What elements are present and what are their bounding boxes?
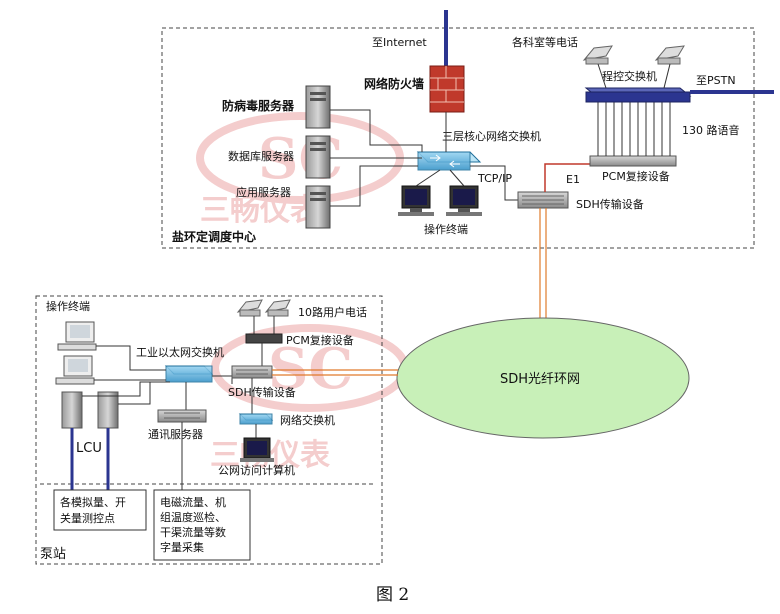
firewall-icon — [429, 65, 465, 113]
analog-io-box — [53, 489, 147, 531]
voice-label: 130 路语音 — [682, 123, 740, 137]
comm-server-icon — [157, 409, 207, 423]
center-pcm-icon — [589, 155, 677, 167]
database-server-icon — [305, 135, 331, 179]
ring-label: SDH光纤环网 — [500, 372, 580, 387]
station-terminal-icon — [55, 321, 97, 385]
core-switch-icon — [416, 151, 482, 171]
station-title: 泵站 — [40, 547, 66, 562]
e1-label: E1 — [566, 173, 580, 186]
core-switch-label: 三层核心网络交换机 — [442, 129, 541, 143]
digital-io-box — [153, 489, 251, 561]
figure-caption: 图 2 — [376, 585, 409, 605]
center-sdh-icon — [517, 191, 569, 209]
center-title: 盐环定调度中心 — [172, 229, 256, 244]
lcu-icon — [61, 391, 119, 429]
station-pcm-label: PCM复接设备 — [286, 333, 354, 347]
center-boundary — [161, 27, 755, 249]
userphones-label: 10路用户电话 — [298, 305, 367, 319]
public-pc-label: 公网访问计算机 — [218, 463, 295, 477]
station-terminal-label: 操作终端 — [46, 299, 90, 313]
app-label: 应用服务器 — [236, 185, 291, 199]
antivirus-label: 防病毒服务器 — [222, 98, 295, 113]
net-switch-icon — [238, 413, 274, 425]
station-sdh-label: SDH传输设备 — [228, 385, 296, 399]
station-sdh-icon — [231, 365, 273, 379]
firewall-label: 网络防火墙 — [364, 76, 424, 91]
center-terminal-label: 操作终端 — [424, 222, 468, 236]
app-server-icon — [305, 185, 331, 229]
box1-line2: 关量测控点 — [60, 511, 115, 525]
station-boundary — [35, 295, 383, 565]
pstn-label: 至PSTN — [696, 74, 736, 87]
watermark-logo-bottom: SC — [268, 336, 353, 402]
watermark-text-top: 三畅仪表 — [200, 193, 320, 228]
sdh-ring — [396, 317, 690, 439]
db-label: 数据库服务器 — [228, 149, 294, 163]
operator-terminal-icon — [398, 185, 482, 216]
box1-line1: 各模拟量、开 — [60, 495, 126, 509]
center-sdh-label: SDH传输设备 — [576, 197, 644, 211]
industrial-switch-label: 工业以太网交换机 — [136, 345, 224, 359]
center-pcm-label: PCM复接设备 — [602, 169, 670, 183]
net-switch-label: 网络交换机 — [280, 413, 335, 427]
industrial-switch-icon — [164, 365, 214, 383]
phones-label: 各科室等电话 — [512, 35, 578, 49]
desk-phone-icon — [582, 45, 685, 65]
comm-server-label: 通讯服务器 — [148, 428, 203, 441]
internet-label: 至Internet — [372, 36, 427, 49]
box2-line4: 字量采集 — [160, 540, 204, 554]
antivirus-server-icon — [305, 85, 331, 129]
box2-line2: 组温度巡检、 — [160, 510, 226, 524]
watermark-top: SC 三畅仪表 — [196, 112, 404, 228]
watermark-bottom: SC 三畅仪表 — [210, 324, 409, 473]
pbx-label: 程控交换机 — [602, 69, 657, 83]
station-pcm-icon — [245, 333, 283, 344]
box2-line1: 电磁流量、机 — [160, 495, 226, 509]
public-pc-icon — [240, 437, 274, 462]
voice-lines — [597, 102, 671, 156]
user-phone-icon — [236, 299, 291, 317]
box2-line3: 干渠流量等数 — [160, 525, 226, 539]
pbx-icon — [584, 87, 692, 103]
tcpip-label: TCP/IP — [477, 172, 512, 185]
lcu-label: LCU — [76, 441, 102, 456]
